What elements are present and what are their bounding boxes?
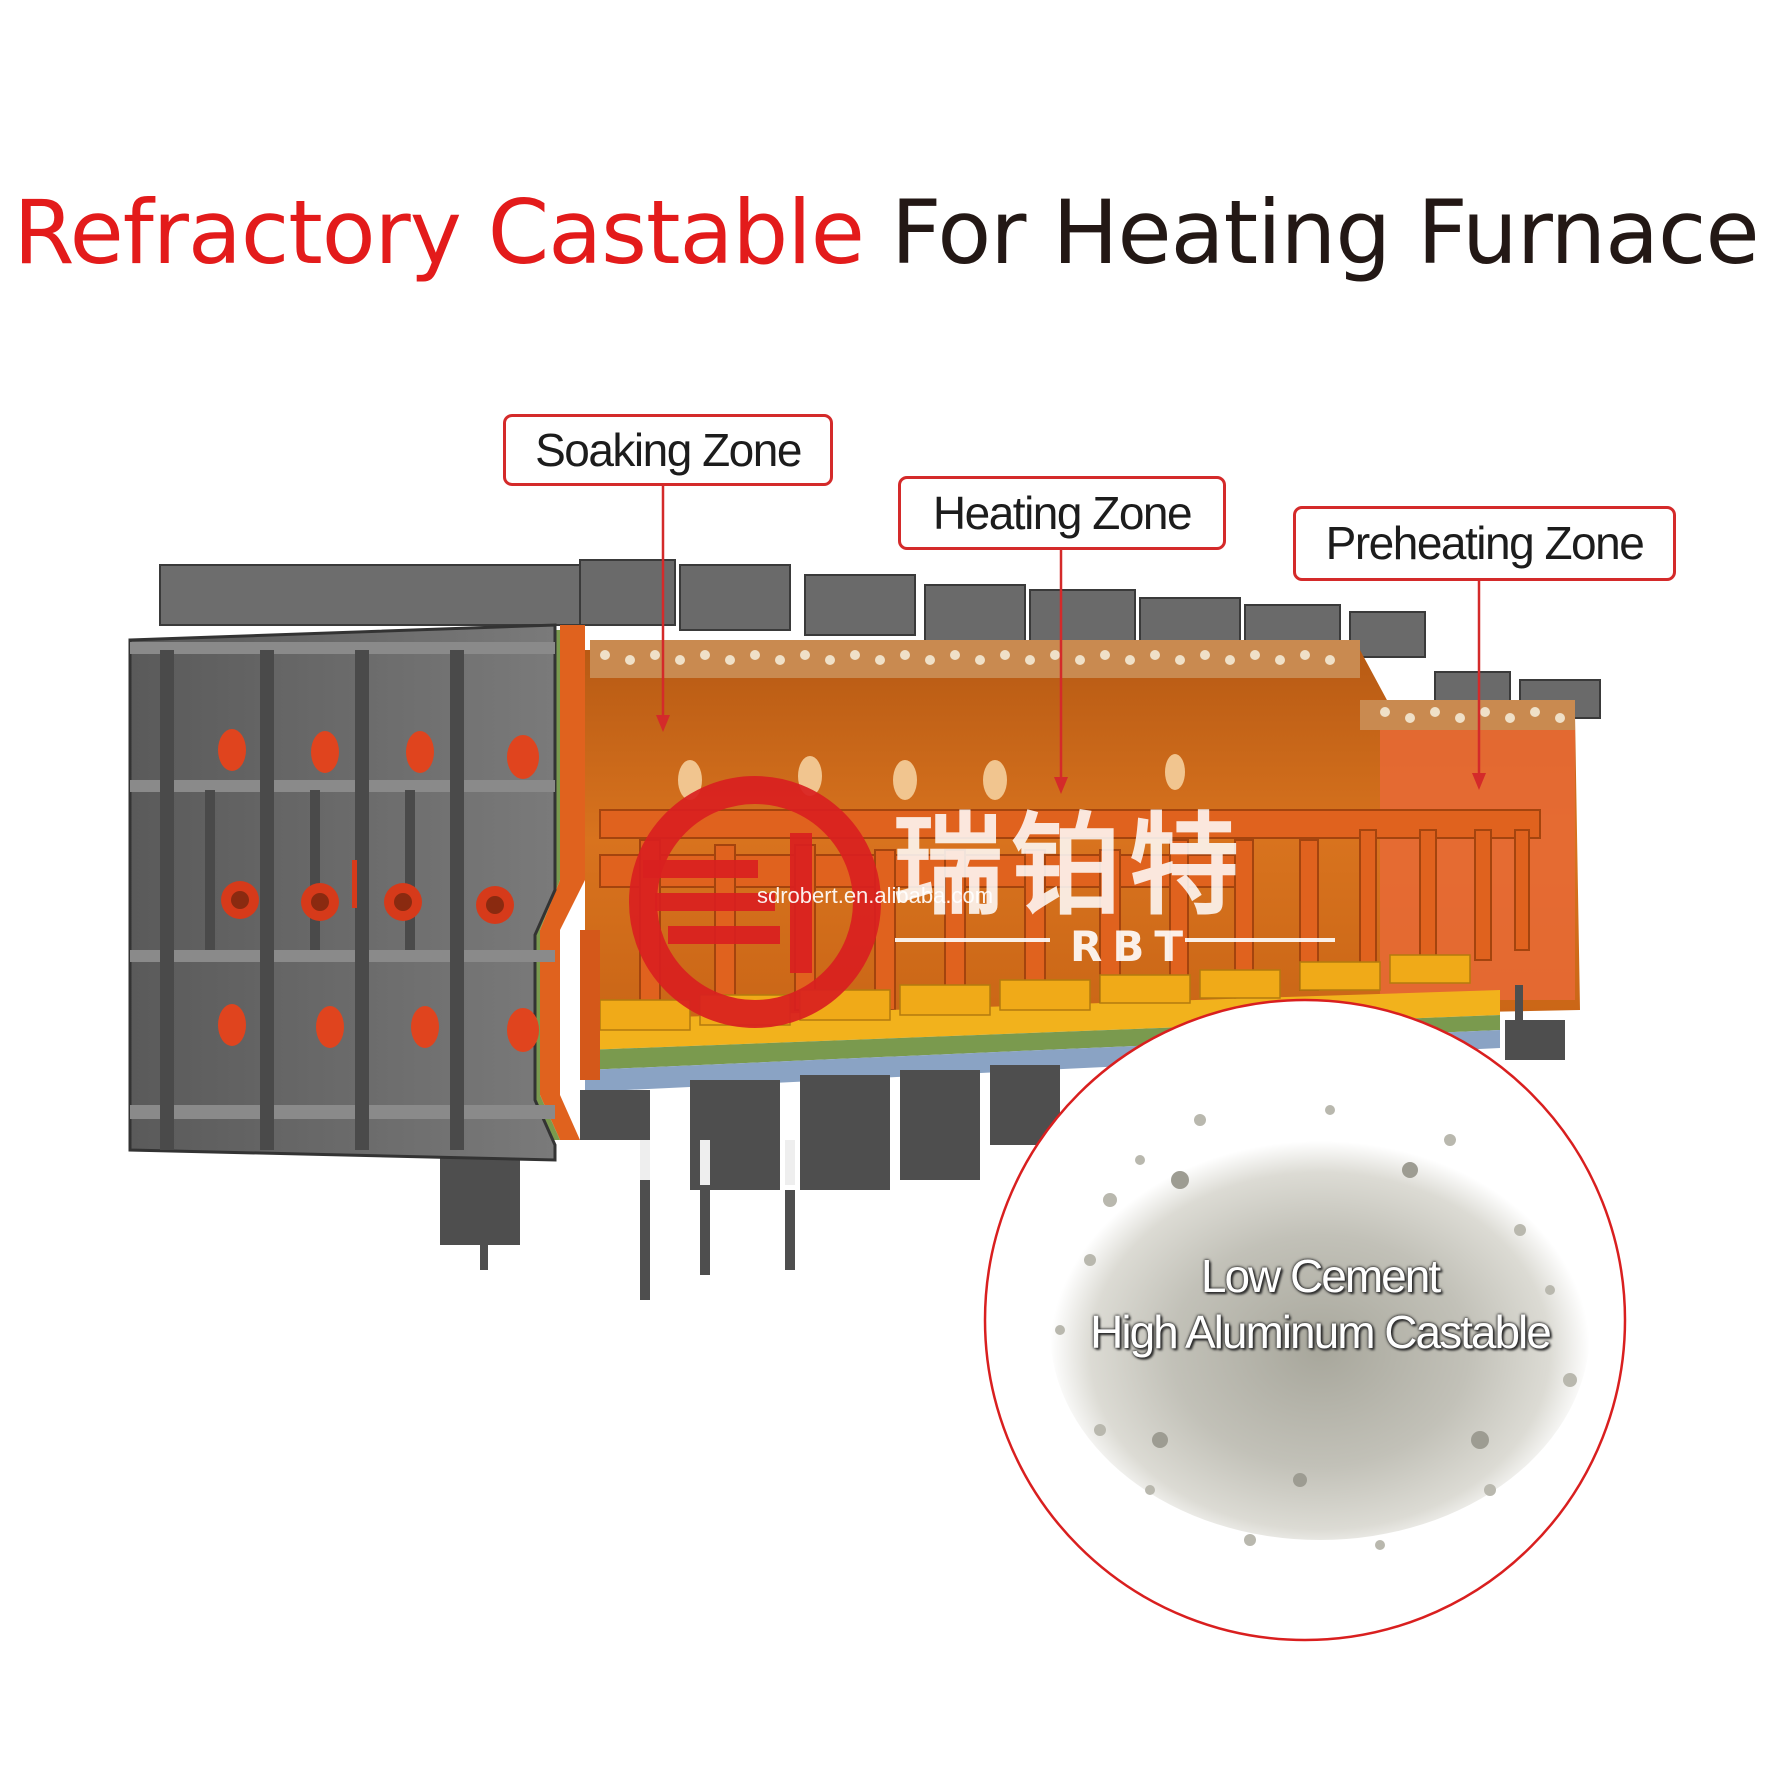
product-line-2: High Aluminum Castable: [1090, 1306, 1552, 1358]
heating-zone-text: Heating Zone: [932, 487, 1193, 539]
zone-pointers: [656, 485, 1486, 794]
burner-ports: [678, 754, 1185, 800]
product-caption: Low Cement High Aluminum Castable: [1010, 1248, 1630, 1360]
preheating-zone-label: Preheating Zone: [1293, 506, 1676, 581]
preheating-zone-text: Preheating Zone: [1325, 517, 1645, 569]
brand-logo-mark: [629, 776, 881, 1028]
brand-chinese-name: 瑞铂特: [893, 802, 1247, 930]
title-highlight: Refractory Castable: [13, 181, 864, 284]
castable-powder-inset: [983, 998, 1627, 1642]
steel-end-wall: [128, 623, 557, 1162]
heating-zone-label: Heating Zone: [898, 476, 1226, 550]
roof-beams: [159, 559, 1601, 719]
ceiling-anchors: [590, 640, 1575, 730]
title-rest: For Heating Furnace: [890, 181, 1760, 284]
soaking-zone-label: Soaking Zone: [503, 414, 833, 486]
watermark-url: sdrobert.en.alibaba.com: [757, 883, 994, 908]
soaking-zone-text: Soaking Zone: [535, 424, 802, 476]
skid-pipes: [599, 809, 1541, 1011]
brand-latin-name: RBT: [1070, 922, 1194, 971]
product-line-1: Low Cement: [1200, 1250, 1441, 1302]
furnace-interior: [585, 650, 1580, 1030]
page-title: Refractory Castable For Heating Furnace: [0, 178, 1772, 288]
